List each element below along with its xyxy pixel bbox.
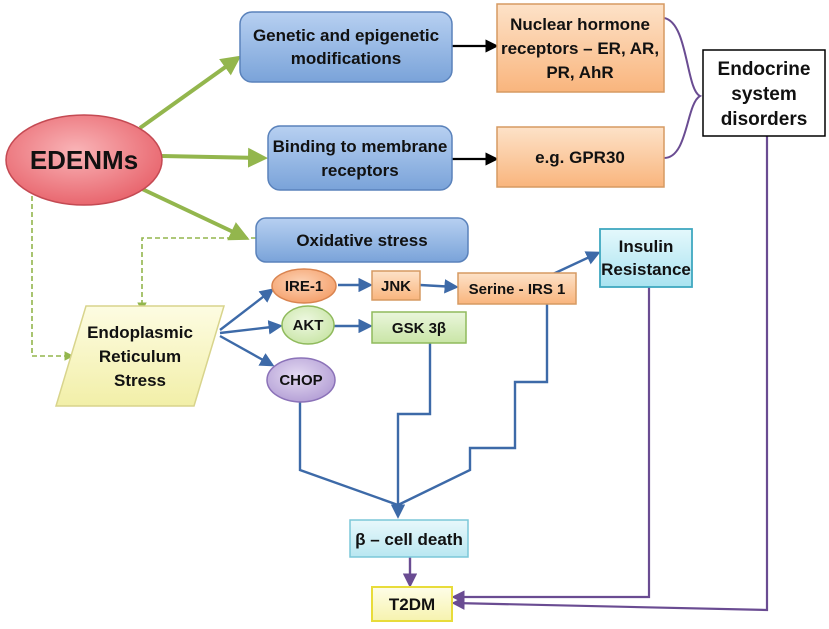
binding-label-line1: Binding to membrane bbox=[273, 137, 448, 156]
node-jnk: JNK bbox=[371, 270, 421, 301]
arrow-edenms-oxidative bbox=[139, 186, 250, 241]
node-nuclear-receptors: Nuclear hormone receptors – ER, AR, PR, … bbox=[496, 3, 665, 93]
chop-label: CHOP bbox=[279, 372, 322, 389]
arrow-oxidative-er-dashed bbox=[137, 237, 256, 312]
serine-label: Serine - IRS 1 bbox=[469, 281, 566, 298]
er-stress-label-line3: Stress bbox=[114, 371, 166, 390]
arrow-er-chop bbox=[219, 334, 275, 367]
line-serine-beta bbox=[397, 304, 549, 507]
node-insulin-resistance: Insulin Resistance bbox=[599, 228, 693, 288]
arrow-edenms-binding bbox=[161, 147, 268, 168]
node-serine-irs1: Serine - IRS 1 bbox=[457, 272, 577, 305]
node-akt: AKT bbox=[281, 305, 335, 345]
endocrine-label-line1: Endocrine bbox=[718, 59, 811, 80]
endocrine-label-line3: disorders bbox=[721, 109, 808, 130]
ire1-label: IRE-1 bbox=[285, 278, 323, 295]
beta-label: β – cell death bbox=[355, 530, 463, 549]
arrow-serine-insulin bbox=[552, 251, 601, 276]
jnk-label: JNK bbox=[381, 278, 411, 295]
node-binding-membrane: Binding to membrane receptors bbox=[267, 125, 453, 191]
arrow-edenms-er-dashed bbox=[31, 196, 74, 361]
node-gpr30: e.g. GPR30 bbox=[496, 126, 665, 188]
line-gsk-beta bbox=[390, 343, 432, 519]
node-genetic-modifications: Genetic and epigenetic modifications bbox=[239, 11, 453, 83]
arrow-er-ire1 bbox=[219, 288, 275, 331]
node-beta-cell-death: β – cell death bbox=[349, 519, 469, 558]
t2dm-label: T2DM bbox=[389, 595, 435, 614]
node-oxidative-stress: Oxidative stress bbox=[255, 217, 469, 263]
oxidative-label: Oxidative stress bbox=[296, 231, 427, 250]
arrow-endocrine-t2dm bbox=[451, 136, 769, 612]
brace-to-endocrine bbox=[663, 17, 703, 159]
binding-label-line2: receptors bbox=[321, 161, 398, 180]
genetic-label-line2: modifications bbox=[291, 49, 402, 68]
gsk-label: GSK 3β bbox=[392, 320, 446, 337]
node-er-stress: Endoplasmic Reticulum Stress bbox=[54, 305, 226, 407]
insulin-label-line2: Resistance bbox=[601, 260, 691, 279]
nuclear-label-line1: Nuclear hormone bbox=[510, 15, 650, 34]
nuclear-label-line3: PR, AhR bbox=[546, 63, 613, 82]
node-ire1: IRE-1 bbox=[271, 268, 337, 304]
arrow-jnk-serine bbox=[419, 279, 459, 294]
node-gsk3b: GSK 3β bbox=[371, 311, 467, 344]
node-chop: CHOP bbox=[266, 357, 336, 403]
insulin-label-line1: Insulin bbox=[619, 237, 674, 256]
edenms-label: EDENMs bbox=[30, 145, 138, 175]
endocrine-label-line2: system bbox=[731, 84, 797, 105]
nuclear-label-line2: receptors – ER, AR, bbox=[501, 39, 659, 58]
akt-label: AKT bbox=[293, 317, 324, 334]
gpr30-label: e.g. GPR30 bbox=[535, 148, 625, 167]
arrow-edenms-genetic bbox=[138, 55, 242, 130]
arrow-insulin-t2dm bbox=[451, 287, 651, 604]
er-stress-label-line1: Endoplasmic bbox=[87, 323, 193, 342]
arrow-er-akt bbox=[219, 320, 283, 335]
er-stress-label-line2: Reticulum bbox=[99, 347, 181, 366]
genetic-label-line1: Genetic and epigenetic bbox=[253, 26, 439, 45]
node-t2dm: T2DM bbox=[371, 586, 453, 622]
node-endocrine-disorders: Endocrine system disorders bbox=[702, 49, 826, 137]
node-edenms: EDENMs bbox=[5, 114, 163, 206]
line-chop-beta bbox=[298, 400, 399, 507]
